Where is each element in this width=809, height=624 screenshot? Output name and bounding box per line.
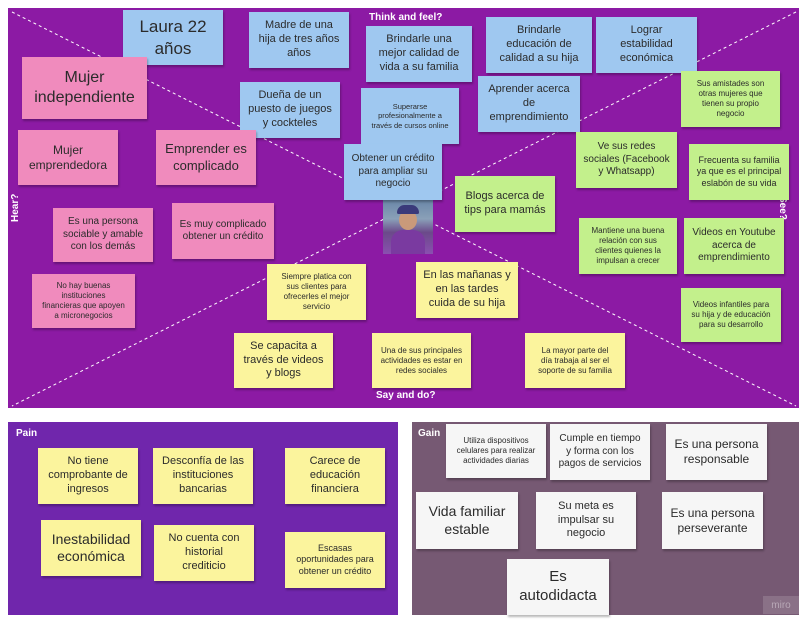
sticky-note-redes-sociales[interactable]: Ve sus redes sociales (Facebook y Whatsa… <box>576 132 677 188</box>
sticky-note-carece-educacion[interactable]: Carece de educación financiera <box>285 448 385 504</box>
sticky-note-superarse[interactable]: Superarse profesionalmente a través de c… <box>361 88 459 144</box>
sticky-note-mantiene-relacion[interactable]: Mantiene una buena relación con sus clie… <box>579 218 677 274</box>
sticky-note-utiliza-dispositivos[interactable]: Utiliza dispositivos celulares para real… <box>446 424 546 478</box>
gain-label: Gain <box>418 428 441 439</box>
sticky-note-se-capacita[interactable]: Se capacita a través de videos y blogs <box>234 333 333 388</box>
think-and-feel-label: Think and feel? <box>369 12 443 23</box>
persona-photo <box>383 200 433 254</box>
say-and-do-label: Say and do? <box>376 390 436 401</box>
pain-label: Pain <box>16 428 38 439</box>
sticky-note-responsable[interactable]: Es una persona responsable <box>666 424 767 480</box>
sticky-note-mujer-independiente[interactable]: Mujer independiente <box>22 57 147 119</box>
sticky-note-inestabilidad[interactable]: Inestabilidad económica <box>41 520 141 576</box>
sticky-note-perseverante[interactable]: Es una persona perseverante <box>662 492 763 549</box>
sticky-note-no-tiene-comprobante[interactable]: No tiene comprobante de ingresos <box>38 448 138 504</box>
sticky-note-actividades-redes[interactable]: Una de sus principales actividades es es… <box>372 333 471 388</box>
sticky-note-mayor-parte-dia[interactable]: La mayor parte del día trabaja al ser el… <box>525 333 625 388</box>
sticky-note-cumple-pagos[interactable]: Cumple en tiempo y forma con los pagos d… <box>550 424 650 480</box>
sticky-note-amistades[interactable]: Sus amistades son otras mujeres que tien… <box>681 71 780 127</box>
sticky-note-madre[interactable]: Madre de una hija de tres años años <box>249 12 349 68</box>
sticky-note-aprender-emprendimiento[interactable]: Aprender acerca de emprendimiento <box>478 76 580 132</box>
miro-watermark: miro <box>763 596 799 614</box>
sticky-note-platica-clientes[interactable]: Siempre platica con sus clientes para of… <box>267 264 366 320</box>
sticky-note-brindarle-mejor-calidad[interactable]: Brindarle una mejor calidad de vida a su… <box>366 26 472 82</box>
sticky-note-emprender-complicado[interactable]: Emprender es complicado <box>156 130 256 185</box>
sticky-note-videos-youtube[interactable]: Videos en Youtube acerca de emprendimien… <box>684 218 784 274</box>
sticky-note-frecuenta-familia[interactable]: Frecuenta su familia ya que es el princi… <box>689 144 789 200</box>
sticky-note-duena-puesto[interactable]: Dueña de un puesto de juegos y cockteles <box>240 82 340 138</box>
sticky-note-desconfia[interactable]: Desconfía de las instituciones bancarias <box>153 448 253 504</box>
sticky-note-blogs-mamas[interactable]: Blogs acerca de tips para mamás <box>455 176 555 232</box>
sticky-note-no-cuenta-historial[interactable]: No cuenta con historial crediticio <box>154 525 254 581</box>
sticky-note-obtener-credito[interactable]: Obtener un crédito para ampliar su negoc… <box>344 144 442 200</box>
sticky-note-autodidacta[interactable]: Es autodidacta <box>507 559 609 615</box>
sticky-note-escasas-oportunidades[interactable]: Escasas oportunidades para obtener un cr… <box>285 532 385 588</box>
sticky-note-mujer-emprendedora[interactable]: Mujer emprendedora <box>18 130 118 185</box>
sticky-note-no-hay-instituciones[interactable]: No hay buenas instituciones financieras … <box>32 274 135 328</box>
sticky-note-meta-negocio[interactable]: Su meta es impulsar su negocio <box>536 492 636 549</box>
sticky-note-brindarle-educacion[interactable]: Brindarle educación de calidad a su hija <box>486 17 592 73</box>
sticky-note-lograr-estabilidad[interactable]: Lograr estabilidad económica <box>596 17 697 73</box>
sticky-note-mananas-tardes[interactable]: En las mañanas y en las tardes cuida de … <box>416 262 518 318</box>
sticky-note-videos-infantiles[interactable]: Videos infantiles para su hija y de educ… <box>681 288 781 342</box>
sticky-note-laura[interactable]: Laura 22 años <box>123 10 223 65</box>
sticky-note-vida-familiar[interactable]: Vida familiar estable <box>416 492 518 549</box>
hear-label: Hear? <box>10 193 21 222</box>
sticky-note-sociable[interactable]: Es una persona sociable y amable con los… <box>53 208 153 262</box>
sticky-note-muy-complicado-credito[interactable]: Es muy complicado obtener un crédito <box>172 203 274 259</box>
